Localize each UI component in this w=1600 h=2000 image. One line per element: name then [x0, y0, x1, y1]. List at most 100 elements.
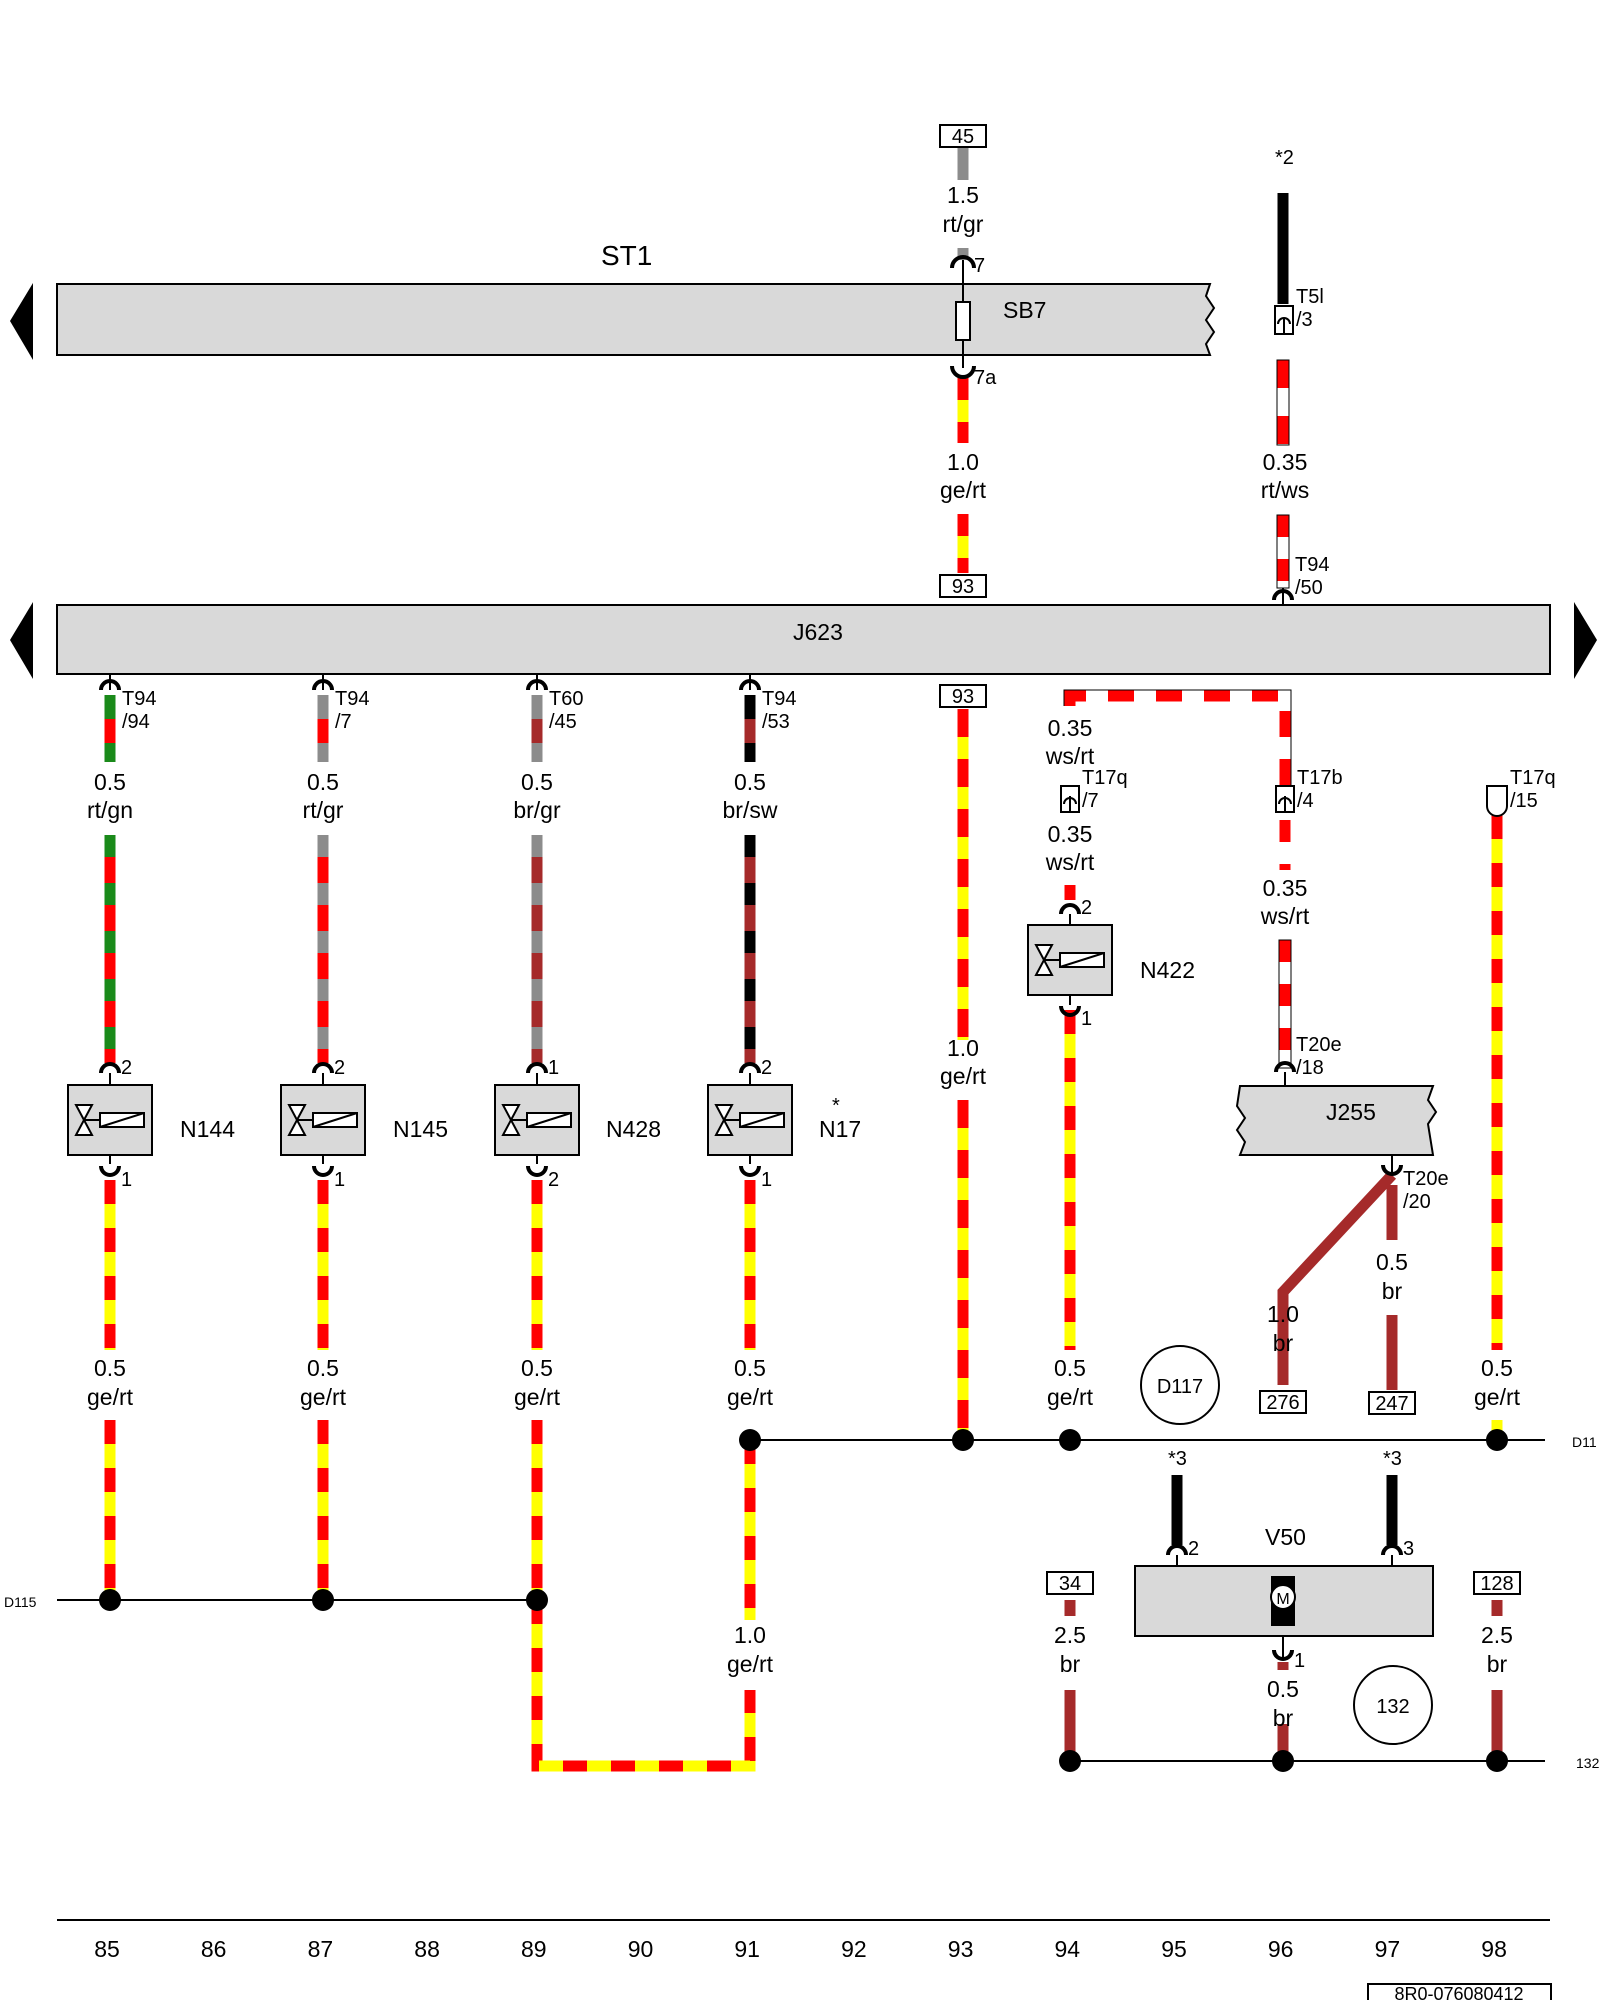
- wire-labels: 1.5 rt/gr 1.0 ge/rt 0.35 rt/ws 0.5 rt/gn…: [87, 182, 1521, 1731]
- n145-label: N145: [393, 1116, 448, 1142]
- svg-text:0.35: 0.35: [1263, 449, 1308, 475]
- svg-text:br: br: [1382, 1278, 1403, 1304]
- svg-text:/4: /4: [1297, 790, 1314, 812]
- pin-t94-7: T94: [335, 688, 369, 710]
- n144-label: N144: [180, 1116, 235, 1142]
- t17q-15: T17q: [1510, 767, 1556, 789]
- column-number: 96: [1268, 1936, 1294, 1962]
- svg-text:0.5: 0.5: [94, 769, 126, 795]
- j255-label: J255: [1326, 1099, 1376, 1125]
- svg-text:2: 2: [334, 1057, 345, 1079]
- control-unit-j255: J255 T20e /18 T20e /20: [1235, 1034, 1449, 1213]
- sb7-label: SB7: [1003, 297, 1046, 323]
- column-number: 85: [94, 1936, 120, 1962]
- svg-text:br/gr: br/gr: [513, 797, 561, 823]
- wire-96-brown: [1277, 1171, 1397, 1385]
- svg-text:rt/gr: rt/gr: [943, 211, 984, 237]
- column-number: 87: [308, 1936, 334, 1962]
- svg-text:1.0: 1.0: [947, 449, 979, 475]
- svg-text:ge/rt: ge/rt: [940, 1063, 987, 1089]
- svg-text:/18: /18: [1296, 1057, 1324, 1079]
- column-number: 89: [521, 1936, 547, 1962]
- svg-text:1: 1: [1081, 1008, 1092, 1030]
- terminal-128: 128: [1480, 1573, 1513, 1595]
- svg-text:rt/gr: rt/gr: [303, 797, 344, 823]
- column-number: 90: [628, 1936, 654, 1962]
- v50-label: V50: [1265, 1524, 1306, 1550]
- circle-132: 132: [1353, 1665, 1433, 1745]
- svg-text:2: 2: [1081, 897, 1092, 919]
- svg-text:M: M: [1276, 1591, 1289, 1608]
- column-number: 86: [201, 1936, 227, 1962]
- svg-text:0.5: 0.5: [1481, 1355, 1513, 1381]
- t17q-7: T17q: [1082, 767, 1128, 789]
- svg-text:132: 132: [1376, 1696, 1409, 1718]
- note-star3a: *3: [1168, 1448, 1187, 1470]
- valve-n17: 2 1 N17 *: [707, 1057, 861, 1191]
- svg-text:1.5: 1.5: [947, 182, 979, 208]
- svg-text:D117: D117: [1157, 1376, 1203, 1398]
- svg-text:br: br: [1060, 1651, 1081, 1677]
- terminal-93-bottom: 93: [952, 686, 974, 708]
- terminal-93-top: 93: [952, 576, 974, 598]
- bus-132-label: 132: [1576, 1755, 1600, 1771]
- svg-text:8R0-076080412: 8R0-076080412: [1394, 1984, 1523, 2000]
- note-star3b: *3: [1383, 1448, 1402, 1470]
- column-number: 98: [1481, 1936, 1507, 1962]
- column-number: 92: [841, 1936, 867, 1962]
- svg-text:0.35: 0.35: [1048, 821, 1093, 847]
- svg-text:ws/rt: ws/rt: [1260, 903, 1310, 929]
- svg-text:2: 2: [548, 1169, 559, 1191]
- svg-text:ws/rt: ws/rt: [1045, 743, 1095, 769]
- pin-t94-94: T94: [122, 688, 156, 710]
- svg-text:ge/rt: ge/rt: [727, 1651, 774, 1677]
- svg-text:br: br: [1273, 1705, 1294, 1731]
- svg-text:/53: /53: [762, 711, 790, 733]
- svg-text:1: 1: [121, 1169, 132, 1191]
- column-number: 88: [414, 1936, 440, 1962]
- svg-text:/7: /7: [335, 711, 352, 733]
- pin-t94-53: T94: [762, 688, 796, 710]
- svg-text:1.0: 1.0: [1267, 1301, 1299, 1327]
- svg-text:2.5: 2.5: [1054, 1622, 1086, 1648]
- svg-text:2: 2: [1188, 1538, 1199, 1560]
- circle-d117: D117: [1140, 1345, 1220, 1425]
- svg-text:1: 1: [334, 1169, 345, 1191]
- wire-wsrt-loop: [1064, 690, 1291, 785]
- svg-text:br: br: [1273, 1330, 1294, 1356]
- svg-text:0.5: 0.5: [94, 1355, 126, 1381]
- valve-n145: 2 1 N145: [280, 1057, 448, 1191]
- column-number: 95: [1161, 1936, 1187, 1962]
- svg-text:/7: /7: [1082, 790, 1099, 812]
- svg-text:ge/rt: ge/rt: [1474, 1384, 1521, 1410]
- st1-label: ST1: [601, 240, 652, 271]
- svg-text:0.35: 0.35: [1263, 875, 1308, 901]
- svg-text:0.5: 0.5: [1054, 1355, 1086, 1381]
- svg-text:ge/rt: ge/rt: [1047, 1384, 1094, 1410]
- svg-text:br/sw: br/sw: [723, 797, 778, 823]
- svg-text:0.5: 0.5: [521, 769, 553, 795]
- column-number: 93: [948, 1936, 974, 1962]
- terminal-34: 34: [1059, 1573, 1081, 1595]
- t5l-label: T5l: [1296, 286, 1324, 308]
- svg-text:br: br: [1487, 1651, 1508, 1677]
- doc-number: 8R0-076080412: [1367, 1983, 1552, 2000]
- connector-t5l: T5l /3: [1274, 286, 1324, 335]
- terminal-247: 247: [1375, 1393, 1408, 1415]
- svg-text:1: 1: [761, 1169, 772, 1191]
- svg-text:T20e: T20e: [1403, 1168, 1449, 1190]
- svg-text:/20: /20: [1403, 1191, 1431, 1213]
- svg-text:0.5: 0.5: [734, 769, 766, 795]
- n17-label: N17: [819, 1116, 861, 1142]
- svg-text:ge/rt: ge/rt: [940, 477, 987, 503]
- svg-text:/45: /45: [549, 711, 577, 733]
- svg-text:3: 3: [1403, 1538, 1414, 1560]
- terminal-276: 276: [1266, 1392, 1299, 1414]
- svg-text:ge/rt: ge/rt: [727, 1384, 774, 1410]
- valve-n144: 2 1 N144: [67, 1057, 235, 1191]
- motor-v50: M V50 2 3 1: [1134, 1524, 1434, 1672]
- column-number: 91: [734, 1936, 760, 1962]
- pin-t60-45: T60: [549, 688, 583, 710]
- svg-text:0.5: 0.5: [521, 1355, 553, 1381]
